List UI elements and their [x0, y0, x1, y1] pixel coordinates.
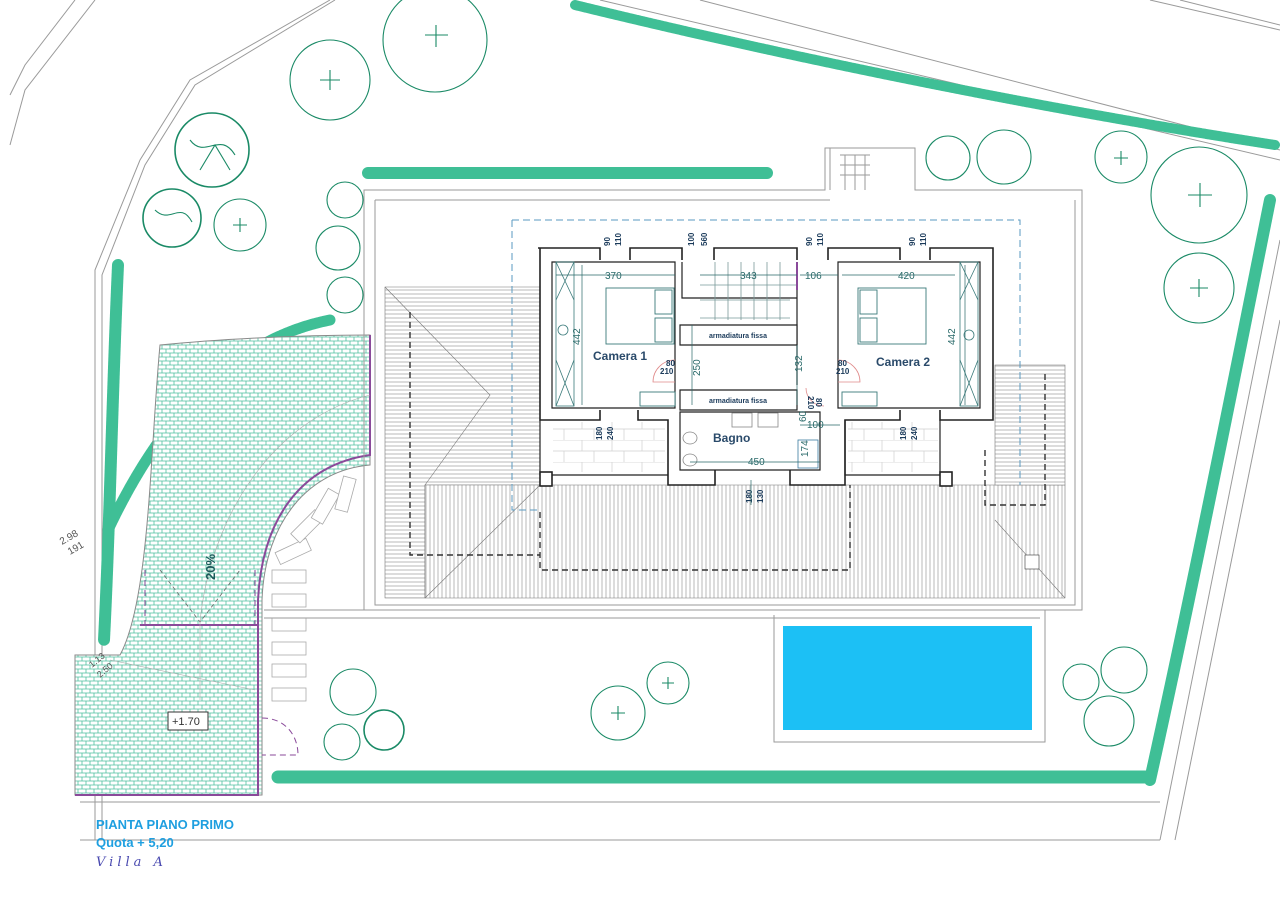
spot-level-box [167, 711, 209, 731]
roof-slopes [384, 286, 1066, 599]
ramp-slope-label: 20% [203, 554, 218, 580]
window3-a: 90 [805, 237, 814, 246]
dim-shower-width: 100 [807, 420, 824, 431]
terrace-outline [264, 147, 1083, 743]
doors [652, 359, 861, 407]
dim-camera2-depth: 442 [947, 328, 958, 345]
title-block: PIANTA PIANO PRIMO Quota + 5,20 Villa A [96, 816, 234, 873]
door2-width: 80 [838, 359, 847, 368]
drawing-title: PIANTA PIANO PRIMO [96, 817, 234, 832]
door3-width: 80 [814, 398, 823, 407]
window2-a: 100 [687, 232, 696, 246]
paved-entrance: 20% +1.70 2.98 191 1.13 2.50 [58, 334, 371, 796]
window4-b: 110 [919, 233, 928, 246]
eaves-outline [511, 219, 1021, 511]
balcony2-a: 180 [899, 426, 908, 440]
balcony1-b: 240 [606, 426, 615, 440]
balcony2-b: 240 [910, 426, 919, 440]
beds [605, 287, 927, 407]
dim-corridor-width: 132 [794, 355, 805, 372]
dim-landing: 106 [805, 271, 822, 282]
dim-bagno-width: 450 [748, 457, 765, 468]
room-label-bagno: Bagno [713, 431, 750, 445]
trees [142, 0, 1248, 761]
dim-camera1-width: 370 [605, 271, 622, 282]
dim-niche: 60 [798, 410, 809, 422]
window2-b: 560 [700, 232, 709, 246]
spot-level-label: +1.70 [172, 716, 200, 728]
garden-steps [271, 475, 357, 702]
elevation-label: Quota + 5,20 [96, 835, 174, 850]
wardrobe-columns [555, 261, 979, 407]
dimension-lines [556, 265, 966, 463]
balcony3-a: 180 [745, 489, 754, 503]
balcony-right [848, 422, 938, 472]
swimming-pool [783, 626, 1032, 730]
stair [700, 262, 798, 320]
dim-camera1-depth: 442 [572, 328, 583, 345]
balcony1-a: 180 [595, 426, 604, 440]
door3-height: 210 [806, 396, 815, 410]
balcony3-b: 130 [756, 489, 765, 503]
dim-corridor-length: 250 [692, 359, 703, 376]
room-label-camera1: Camera 1 [593, 349, 647, 363]
window1-a: 90 [603, 237, 612, 246]
window3-b: 110 [816, 233, 825, 246]
wardrobe-label-top: armadiatura fissa [709, 333, 767, 340]
dim-shower-depth: 174 [800, 440, 811, 457]
door1-height: 210 [660, 367, 674, 376]
door2-height: 210 [836, 367, 850, 376]
wardrobe-label-bottom: armadiatura fissa [709, 398, 767, 405]
room-label-camera2: Camera 2 [876, 355, 930, 369]
window1-b: 110 [614, 233, 623, 246]
door1-width: 80 [666, 359, 675, 368]
villa-label: Villa A [96, 855, 167, 870]
dim-camera2-width: 420 [898, 271, 915, 282]
balcony-left [553, 422, 665, 472]
bathroom-fixtures [682, 412, 819, 469]
site-boundary [9, 0, 1280, 841]
window4-a: 90 [908, 237, 917, 246]
dim-stair-width: 343 [740, 271, 757, 282]
